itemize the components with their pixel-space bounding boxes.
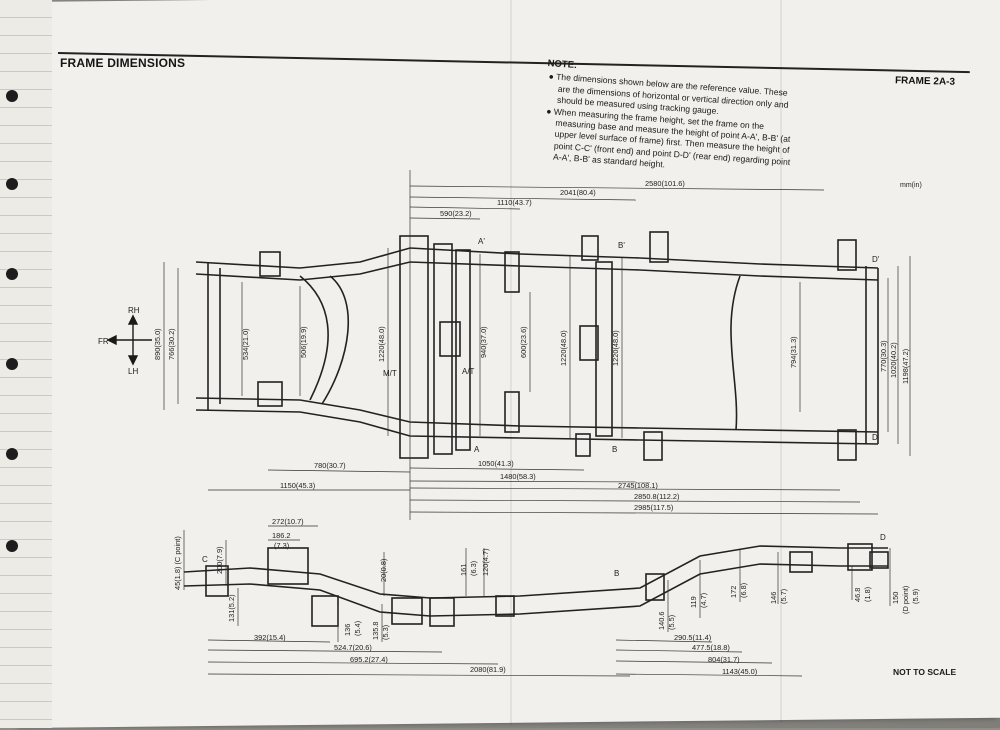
label-at: A/T <box>462 367 475 376</box>
not-to-scale-label: NOT TO SCALE <box>893 667 957 677</box>
label-mt: M/T <box>383 369 397 378</box>
dim-vertical: 1220(48.0) <box>611 330 620 366</box>
dim-bottom: 1050(41.3) <box>478 459 514 468</box>
dim-vertical: 534(21.0) <box>241 328 250 360</box>
dim-vertical: 1220(48.0) <box>559 330 568 366</box>
side-dim-top: (7.3) <box>274 541 289 550</box>
side-dim-rear: (5.5) <box>667 615 676 630</box>
frame-side-view <box>183 543 889 627</box>
page-title: FRAME DIMENSIONS <box>60 56 186 70</box>
dim-bottom: 1480(58.3) <box>500 472 536 481</box>
compass-lh: LH <box>128 367 138 376</box>
label-b: B <box>612 445 617 454</box>
dim-top: 1110(43.7) <box>497 198 532 207</box>
dim-vertical: 890(35.0) <box>153 328 162 360</box>
binder-hole <box>6 540 18 552</box>
dim-vertical: 1198(47.2) <box>901 349 910 384</box>
side-dim-top: 120(4.7) <box>481 548 490 576</box>
side-dim-rear: 119 <box>689 596 698 608</box>
side-dim-bottom: 695.2(27.4) <box>350 655 388 664</box>
side-dim-top: 272(10.7) <box>272 517 304 526</box>
side-dim-rear: 46.8 <box>853 588 862 602</box>
label-b-prime: B' <box>618 241 625 250</box>
binder-hole <box>6 358 18 370</box>
binder-hole <box>6 448 18 460</box>
side-dim-rear: (5.9) <box>911 589 920 604</box>
dim-vertical: 770(30.3) <box>879 340 888 372</box>
dim-vertical: 600(23.6) <box>519 326 528 358</box>
side-dim-rear: (5.7) <box>779 589 788 604</box>
top-view-dimension-lines <box>163 170 911 520</box>
side-dim-bottom: 477.5(18.8) <box>692 643 730 652</box>
side-label-d: D <box>880 533 886 542</box>
dim-bottom: 1150(45.3) <box>280 481 315 490</box>
dim-vertical: 1020(40.2) <box>889 342 898 378</box>
dim-bottom: 2745(108.1) <box>618 481 658 490</box>
side-dim-rear: 150 <box>891 592 900 604</box>
side-dim-rear: 146 <box>769 592 778 604</box>
side-dim-bottom: 804(31.7) <box>708 655 740 664</box>
side-dim-left: (5.3) <box>381 625 390 640</box>
binder-hole <box>6 90 18 102</box>
side-dim-bottom: 1143(45.0) <box>722 667 757 676</box>
side-dim-top: 200(7.9) <box>215 546 224 574</box>
side-dim-rear: (6.8) <box>739 583 748 598</box>
side-dim-rear: (D point) <box>901 586 910 614</box>
side-dim-top: 20(0.8) <box>379 559 388 582</box>
side-label-b: B <box>614 569 619 578</box>
side-dim-rear: (1.8) <box>863 587 872 602</box>
side-dim-left: 136 <box>343 624 352 636</box>
dim-top: 2041(80.4) <box>560 188 596 197</box>
dim-vertical: 766(30.2) <box>167 328 176 360</box>
side-label-c: C <box>202 555 208 564</box>
label-d-prime: D' <box>872 255 880 264</box>
unit-label: mm(in) <box>900 182 922 189</box>
dim-vertical: 1220(48.0) <box>377 326 386 362</box>
label-a-prime: A' <box>478 237 485 246</box>
dim-bottom: 780(30.7) <box>314 461 346 470</box>
compass-fr: FR <box>98 337 109 346</box>
side-dim-bottom: 392(15.4) <box>254 633 286 642</box>
side-dim-rear: (4.7) <box>699 593 708 608</box>
direction-compass <box>106 314 152 366</box>
side-dim-left: 131(5.2) <box>227 594 236 622</box>
side-dim-left: 135.8 <box>371 622 380 641</box>
dim-vertical: 794(31.3) <box>789 336 798 368</box>
dim-vertical: 506(19.9) <box>299 326 308 358</box>
label-a: A <box>474 445 480 454</box>
side-dim-bottom: 290.5(11.4) <box>674 633 711 642</box>
compass-rh: RH <box>128 306 140 315</box>
dim-bottom: 2985(117.5) <box>634 503 673 512</box>
side-dim-top: 186.2 <box>272 531 291 540</box>
notebook-page-edge <box>0 0 52 728</box>
side-dim-top: (6.3) <box>469 561 478 576</box>
binder-hole <box>6 178 18 190</box>
frame-top-view <box>195 231 879 461</box>
dim-bottom: 2850.8(112.2) <box>634 492 679 501</box>
side-dim-bottom: 2080(81.9) <box>470 665 506 674</box>
side-dim-bottom: 524.7(20.6) <box>334 643 372 652</box>
side-dim-rear: 172 <box>729 586 738 598</box>
dim-top: 590(23.2) <box>440 209 472 218</box>
side-dim-top: 45(1.8) (C point) <box>173 536 182 590</box>
side-dim-left: (5.4) <box>353 621 362 636</box>
side-dim-rear: 140.6 <box>657 612 666 631</box>
dim-top: 2580(101.6) <box>645 179 685 188</box>
side-dim-top: 161 <box>459 564 468 576</box>
dim-vertical: 940(37.0) <box>479 326 488 358</box>
side-view-dimension-lines <box>183 525 891 677</box>
binder-hole <box>6 268 18 280</box>
label-d: D <box>872 433 878 442</box>
